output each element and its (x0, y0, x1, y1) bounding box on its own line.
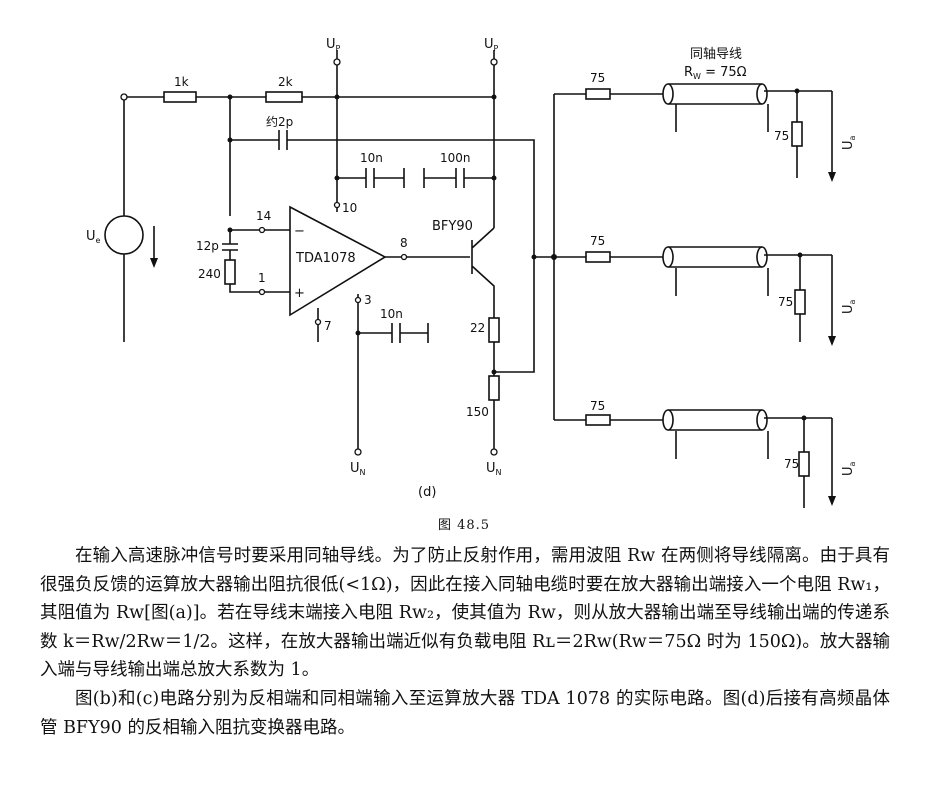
capacitor-2p (278, 130, 288, 150)
body-text: 在输入高速脉冲信号时要采用同轴导线。为了防止反射作用，需用波阻 Rᴡ 在两侧将导… (40, 542, 890, 742)
input-source (104, 215, 158, 268)
label-cap-2p: 约2p (266, 114, 293, 129)
label-cap-12p: 12p (196, 239, 219, 253)
label-r75-series-2: 75 (590, 234, 605, 248)
label-pin7: 7 (324, 319, 332, 333)
resistor-75-series-3 (585, 414, 611, 426)
label-ua-2: Ua (841, 299, 857, 314)
resistor-150 (488, 375, 500, 401)
label-ua-1: Ua (841, 135, 857, 150)
label-up-right: UP (484, 37, 499, 53)
figure-sublabel: (d) (418, 485, 436, 500)
resistor-240 (224, 259, 236, 285)
paragraph-1: 在输入高速脉冲信号时要采用同轴导线。为了防止反射作用，需用波阻 Rᴡ 在两侧将导… (40, 546, 890, 681)
label-pin1: 1 (258, 271, 266, 285)
opamp-triangle (289, 205, 387, 317)
circuit-wires (123, 50, 833, 508)
label-opamp: TDA1078 (295, 251, 356, 266)
label-cap-100n: 100n (440, 151, 471, 165)
label-r240: 240 (198, 267, 221, 281)
paragraph-2: 图(b)和(c)电路分别为反相端和同相端输入至运算放大器 TDA 1078 的实… (40, 688, 890, 738)
label-pin14: 14 (256, 209, 271, 223)
resistor-1k (163, 91, 197, 103)
resistors (163, 88, 810, 477)
label-cap-10n-bypass: 10n (380, 307, 403, 321)
resistor-75-series-2 (585, 251, 611, 263)
coax-cables (662, 83, 768, 431)
resistor-75-load-2 (794, 289, 806, 315)
label-r22: 22 (470, 321, 485, 335)
label-transistor: BFY90 (432, 219, 473, 234)
label-r75-series-3: 75 (590, 399, 605, 413)
label-pin3: 3 (364, 293, 372, 307)
circuit-schematic: 1k 2k 约2p 10n 100n 12p 240 22 150 10n 14… (86, 37, 857, 508)
label-r75-series-1: 75 (590, 71, 605, 85)
junction-dots (227, 88, 807, 421)
label-ua-3: Ua (841, 461, 857, 476)
label-ue-input: Ue (86, 229, 101, 245)
label-minus: − (294, 224, 305, 239)
label-pin10: 10 (342, 201, 357, 215)
label-cap-10n: 10n (360, 151, 383, 165)
resistor-75-load-3 (798, 451, 810, 477)
figure-caption: 图 48.5 (437, 518, 491, 533)
label-pin8: 8 (400, 236, 408, 250)
resistor-75-series-1 (585, 88, 611, 100)
label-r150: 150 (466, 405, 489, 419)
label-up-left: UP (326, 37, 341, 53)
label-rw: RW = 75Ω (684, 65, 747, 81)
output-arrows (828, 172, 836, 506)
label-plus: + (294, 286, 305, 301)
label-un-left: UN (350, 461, 366, 477)
label-1k: 1k (174, 75, 189, 89)
label-2k: 2k (278, 75, 293, 89)
terminals (120, 58, 498, 456)
label-r75-load-3: 75 (784, 457, 799, 471)
resistor-22 (488, 317, 500, 343)
label-r75-load-1: 75 (774, 129, 789, 143)
resistor-2k (265, 91, 303, 103)
resistor-75-load-1 (791, 121, 803, 147)
label-r75-load-2: 75 (778, 295, 793, 309)
label-un-right: UN (486, 461, 502, 477)
label-coax-title: 同轴导线 (690, 47, 742, 62)
